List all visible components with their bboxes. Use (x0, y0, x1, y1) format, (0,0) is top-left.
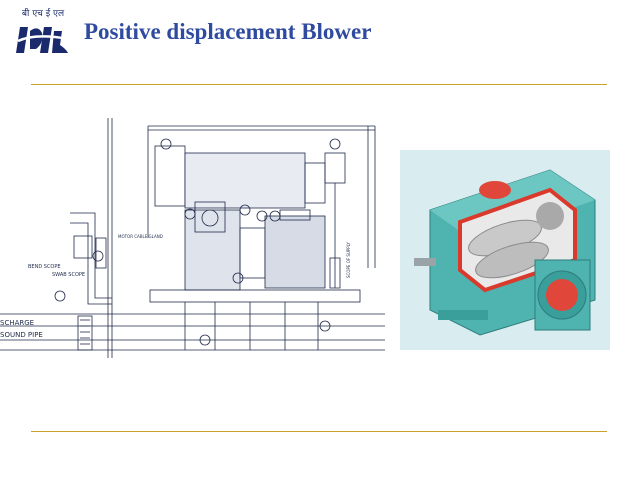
engineering-drawing: SCHARGE SOUND PIPE BEND SCOPE SWAB SCOPE… (0, 118, 385, 358)
logo-hindi-text: बी एच ई एल (21, 9, 65, 19)
bend-scope-label: BEND SCOPE (28, 264, 61, 270)
bottom-divider (31, 431, 607, 432)
blower-cutaway-photo (400, 150, 610, 350)
company-logo: बी एच ई एल (14, 6, 72, 59)
bhel-logo-icon (16, 19, 70, 59)
top-divider (31, 84, 607, 85)
swab-scope-label: SWAB SCOPE (52, 272, 85, 278)
blower-cutaway-image-icon (400, 150, 610, 350)
motor-cable-label: MOTOR CABLE GLAND (118, 234, 163, 239)
discharge-label: SCHARGE (0, 319, 34, 327)
slide-title: Positive displacement Blower (84, 19, 372, 44)
sound-pipe-label: SOUND PIPE (0, 331, 43, 339)
scope-supply-label: SCOPE OF SUPPLY (346, 242, 351, 278)
